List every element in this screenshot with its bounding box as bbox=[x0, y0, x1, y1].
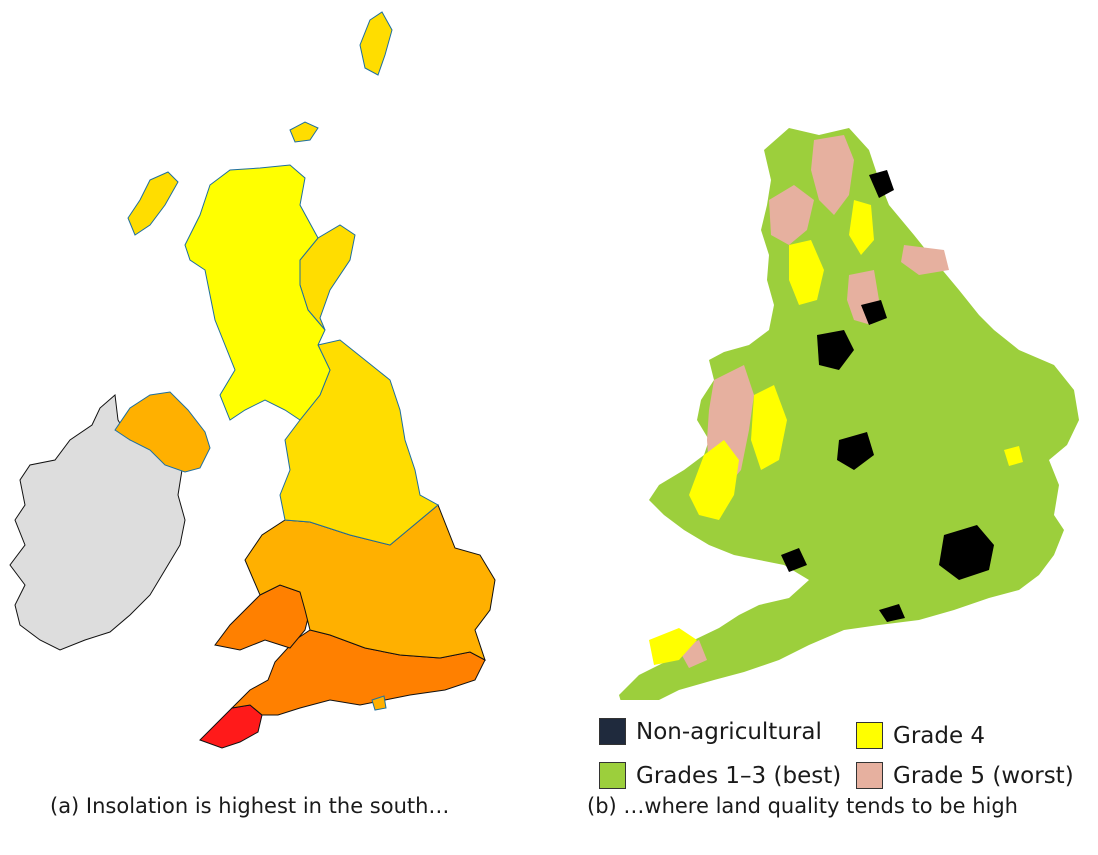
swatch-grades-1-3 bbox=[599, 762, 626, 789]
urban-bristol bbox=[781, 548, 807, 572]
band-far-south bbox=[199, 704, 263, 749]
legend-grade-4: Grade 4 bbox=[856, 722, 985, 749]
land-quality-map-panel: Non-agricultural Grade 4 Grades 1–3 (bes… bbox=[549, 0, 1098, 855]
urban-newcastle bbox=[869, 170, 894, 198]
caption-insolation: (a) Insolation is highest in the south… bbox=[50, 794, 450, 818]
swatch-non-agricultural bbox=[599, 718, 626, 745]
western-isles bbox=[127, 171, 179, 236]
grade-4-pennine-fringe bbox=[849, 200, 874, 255]
legend-label-grade-5: Grade 5 (worst) bbox=[893, 762, 1074, 789]
grade-5-lake-district bbox=[769, 185, 814, 245]
legend-label-grade-4: Grade 4 bbox=[893, 722, 986, 749]
caption-land-quality: (b) …where land quality tends to be high bbox=[587, 794, 1018, 818]
legend-label-non-agricultural: Non-agricultural bbox=[636, 718, 822, 745]
swatch-grade-5 bbox=[856, 762, 883, 789]
band-south-wales bbox=[214, 584, 311, 651]
grade-4-east bbox=[1004, 446, 1023, 466]
grade-4-wales-west bbox=[689, 440, 739, 520]
grade-4-north bbox=[789, 240, 824, 305]
isle-of-wight bbox=[371, 695, 387, 711]
legend-non-agricultural: Non-agricultural bbox=[599, 718, 822, 745]
band-north bbox=[184, 164, 331, 421]
shetland-islands bbox=[359, 11, 393, 76]
insolation-map bbox=[9, 11, 496, 749]
urban-manchester bbox=[817, 330, 854, 370]
legend-grade-5: Grade 5 (worst) bbox=[856, 762, 1074, 789]
swatch-grade-4 bbox=[856, 722, 883, 749]
urban-leeds bbox=[861, 300, 887, 325]
grade-4-wales-mid bbox=[751, 385, 787, 470]
grade-5-moors bbox=[901, 245, 949, 275]
insolation-map-panel: (a) Insolation is highest in the south… bbox=[9, 11, 496, 818]
orkney-islands bbox=[289, 121, 319, 143]
urban-london bbox=[939, 525, 994, 580]
northern-ireland bbox=[114, 391, 211, 473]
grade-5-pennines bbox=[811, 135, 854, 215]
legend-label-grades-1-3: Grades 1–3 (best) bbox=[636, 762, 842, 789]
grades-1-3-area bbox=[619, 128, 1079, 700]
urban-birmingham bbox=[837, 432, 874, 470]
urban-south-coast bbox=[879, 604, 905, 622]
land-quality-map bbox=[619, 128, 1079, 700]
legend-grades-1-3: Grades 1–3 (best) bbox=[599, 762, 841, 789]
band-mid-north bbox=[279, 339, 439, 546]
grade-4-southwest bbox=[649, 628, 697, 665]
